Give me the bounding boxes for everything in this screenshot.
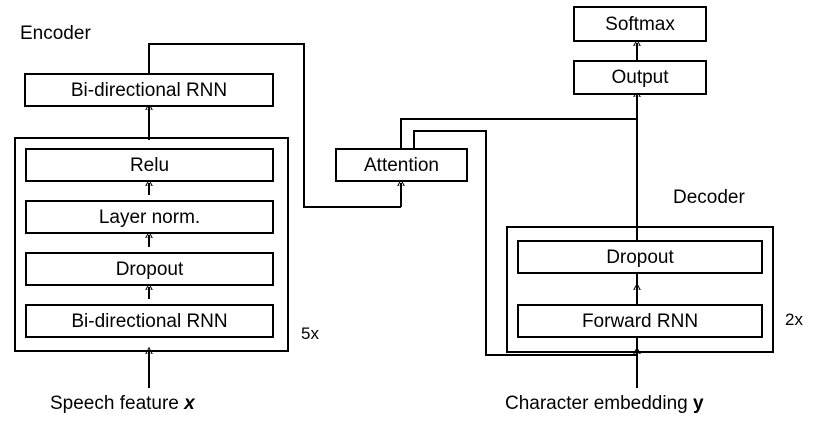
character-embedding-text: Character embedding xyxy=(505,393,693,414)
character-embedding-symbol: y xyxy=(693,393,704,414)
speech-feature-symbol: x xyxy=(184,393,195,414)
decoder-repeat-label: 2x xyxy=(785,310,803,329)
decoder-repeat-group xyxy=(506,226,774,353)
speech-feature-input-label: Speech feature x xyxy=(50,394,195,413)
encoder-repeat-group xyxy=(14,137,289,352)
attention-box[interactable]: Attention xyxy=(335,148,468,182)
encoder-repeat-label: 5x xyxy=(301,324,319,343)
encoder-birnn-box[interactable]: Bi-directional RNN xyxy=(25,304,274,338)
encoder-top-birnn-box[interactable]: Bi-directional RNN xyxy=(24,73,274,107)
character-embedding-input-label: Character embedding y xyxy=(505,394,704,413)
wire-decoder-to-attention xyxy=(413,130,637,356)
wire-encoder-output-to-attention xyxy=(148,43,401,208)
decoder-dropout-box[interactable]: Dropout xyxy=(517,240,763,274)
output-box[interactable]: Output xyxy=(573,60,707,95)
speech-feature-text: Speech feature xyxy=(50,393,185,414)
encoder-relu-box[interactable]: Relu xyxy=(25,148,274,182)
wire-attention-to-output xyxy=(400,118,637,148)
encoder-title: Encoder xyxy=(20,23,91,44)
decoder-forward-rnn-box[interactable]: Forward RNN xyxy=(517,304,763,338)
decoder-title: Decoder xyxy=(673,187,745,208)
softmax-box[interactable]: Softmax xyxy=(573,6,707,42)
encoder-layernorm-box[interactable]: Layer norm. xyxy=(25,200,274,234)
encoder-dropout-box[interactable]: Dropout xyxy=(25,252,274,286)
